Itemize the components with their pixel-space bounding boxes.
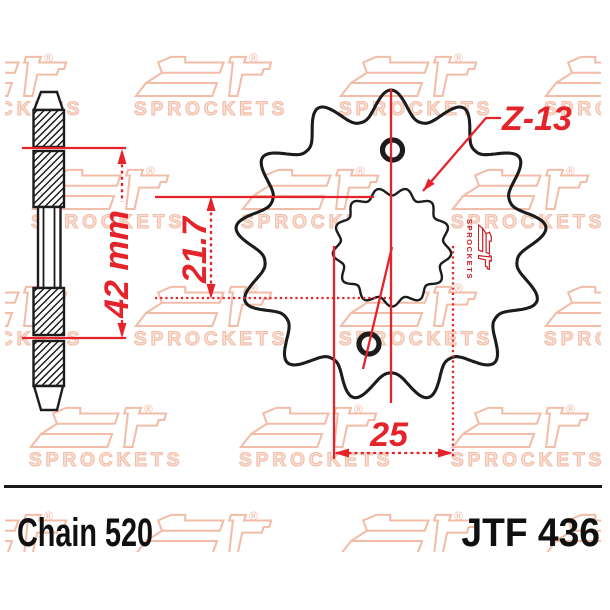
registered-mark: ®: [146, 164, 155, 178]
arrow-217-down: [206, 284, 216, 299]
jt-logo-icon: [133, 285, 273, 327]
side-hub: [36, 205, 62, 290]
dim-25-label: 25: [369, 416, 409, 454]
watermark-tile: ®SPROCKETS: [543, 55, 601, 121]
dim-42mm-label: 42 mm: [98, 210, 136, 319]
jt-logo-icon: [477, 223, 492, 271]
footer-divider: [4, 485, 602, 488]
jt-logo-icon: [543, 55, 601, 97]
jt-logo-icon: [477, 223, 492, 271]
dim-217-label: 21.7: [176, 215, 214, 284]
jt-logo-icon: [543, 285, 601, 327]
jt-logo-icon: [5, 55, 68, 97]
stamp-sprockets-text: SPROCKETS: [465, 219, 474, 281]
jt-logo-icon: [546, 513, 601, 552]
watermark-sprockets-text: SPROCKETS: [543, 328, 601, 350]
jt-logo-icon: [28, 406, 168, 448]
watermark-sprockets-text: SPROCKETS: [450, 211, 601, 233]
watermark-tile: ®SPROCKETS: [133, 52, 284, 121]
jt-logo-icon: [450, 168, 590, 210]
watermark-tile: ®SPROCKETS: [543, 285, 601, 351]
registered-mark: ®: [249, 509, 258, 523]
registered-mark: ®: [354, 402, 363, 416]
dimension-lines: [22, 89, 501, 459]
watermark-tile: ®SPROCKETS: [133, 281, 284, 351]
section-hatching: [32, 109, 65, 387]
dimension-arrowheads: [117, 149, 453, 458]
watermark-tile: ®SPROCKETS: [543, 513, 601, 552]
part-number-label: JTF 436: [461, 511, 600, 555]
registered-mark: ®: [454, 52, 463, 65]
watermark-sprockets-text: SPROCKETS: [28, 449, 184, 471]
watermark-tile: ®SPROCKETS: [238, 402, 389, 472]
registered-mark: ®: [454, 509, 463, 523]
registered-mark: ®: [44, 52, 53, 65]
watermark-tile: ®SPROCKETS: [338, 509, 488, 552]
watermark-tile: ®SPROCKETS: [5, 509, 78, 552]
jt-logo-icon: [238, 406, 378, 448]
watermark-tile: ®SPROCKETS: [28, 402, 179, 472]
watermark-sprockets-text: SPROCKETS: [543, 98, 601, 120]
arrow-217-up: [206, 196, 216, 211]
side-bottom-tooth: [32, 384, 65, 412]
chain-size-label: Chain 520: [17, 511, 154, 555]
watermark-sprockets-text: SPROCKETS: [133, 98, 289, 120]
watermark-tile: ®SPROCKETS: [133, 509, 283, 552]
watermark-sprockets-text: SPROCKETS: [450, 449, 601, 471]
watermark-tile: ® SPROCKETS: [450, 402, 601, 472]
jt-brand-stamp: SPROCKETS: [465, 218, 499, 280]
side-view: [32, 90, 66, 412]
registered-mark: ®: [249, 52, 258, 65]
watermark-tile: ® SPROCKETS: [450, 164, 601, 234]
z13-leader-line: [422, 116, 501, 192]
jt-logo-icon: [450, 406, 590, 448]
watermark-sprockets-text: SPROCKETS: [133, 328, 289, 350]
jt-logo-icon: [341, 513, 478, 552]
registered-mark: ®: [454, 281, 463, 295]
watermark-sprockets-text: SPROCKETS: [238, 449, 394, 471]
hole-radial-line: [361, 246, 394, 370]
arrow-42-down: [117, 323, 127, 338]
registered-mark: ®: [566, 402, 575, 416]
teeth-count-label: Z-13: [501, 100, 572, 138]
bolt-hole-top: [379, 137, 406, 163]
jt-logo-icon: [133, 55, 273, 97]
arrow-25-left: [334, 448, 349, 458]
arrow-z13: [423, 178, 435, 191]
arrow-25-right: [438, 448, 453, 458]
registered-mark: ®: [44, 509, 53, 523]
arrow-42-up: [117, 149, 127, 164]
jt-logo-icon: [5, 513, 68, 552]
registered-mark: ®: [356, 164, 365, 178]
side-top-tooth: [32, 90, 65, 112]
registered-mark: ®: [249, 281, 258, 295]
jt-logo-icon: [136, 513, 273, 552]
registered-mark: ®: [566, 164, 575, 178]
registered-mark: ®: [144, 402, 153, 416]
watermark-sprockets-text: SPROCKETS: [30, 211, 186, 233]
